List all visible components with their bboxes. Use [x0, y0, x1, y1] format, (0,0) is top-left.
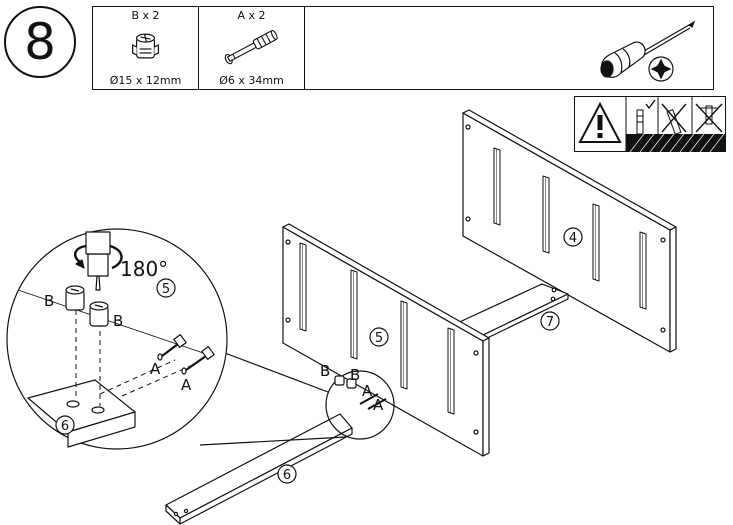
- zoom-cam-bolt-2: [181, 346, 215, 375]
- zoom-panel-5-label: 5: [162, 282, 170, 297]
- panel-4-label: 4: [569, 231, 577, 246]
- part-a-dim: Ø6 x 34mm: [219, 74, 284, 87]
- part-b-qty: B x 2: [131, 9, 160, 22]
- cam-lock-icon: [132, 33, 159, 59]
- panel-5-label: 5: [375, 331, 383, 346]
- zoom-screwdriver-icon: [74, 231, 123, 291]
- zoom-a-label-1: A: [150, 360, 161, 378]
- zoom-b-label-1: B: [44, 292, 54, 310]
- panel-7: [452, 283, 569, 342]
- small-b-label-2: B: [350, 366, 360, 384]
- zoom-cam-lock-2: [89, 301, 109, 327]
- small-b-label-1: B: [320, 362, 330, 380]
- tool-cell: [305, 7, 713, 89]
- panel-6-label: 6: [283, 468, 291, 483]
- rotation-label: 180°: [120, 257, 168, 281]
- step-number-text: 8: [24, 13, 56, 71]
- panel-6: [165, 413, 353, 525]
- small-cam-locks: [334, 375, 387, 410]
- zoom-cam-lock-1: [65, 285, 85, 311]
- cam-bolt-icon: [224, 29, 278, 65]
- part-b-cell: B x 2 Ø15 x 12mm: [93, 7, 199, 89]
- zoom-panel-6-label: 6: [61, 419, 69, 434]
- zoom-b-label-2: B: [113, 312, 123, 330]
- part-a-qty: A x 2: [237, 9, 266, 22]
- correct-install-icon: [636, 99, 656, 135]
- phillips-screwdriver-icon: [600, 20, 696, 82]
- zoom-a-label-2: A: [181, 376, 192, 394]
- small-a-label-2: A: [373, 396, 384, 414]
- panel-7-label: 7: [546, 315, 554, 330]
- warning-strip: [574, 96, 726, 152]
- parts-list: B x 2 Ø15 x 12mm A x 2: [92, 6, 714, 90]
- assembly-diagram: 4 5 7 6 6 5 B B A A B B A A 180°: [6, 109, 677, 525]
- part-a-cell: A x 2 Ø6 x 34mm: [199, 7, 305, 89]
- wrong-install-icon: [661, 103, 687, 135]
- step-number: 8: [4, 6, 76, 78]
- wrong-install-icon: [695, 103, 723, 133]
- warning-triangle-icon: [578, 101, 622, 143]
- small-a-label-1: A: [362, 382, 373, 400]
- zoom-cam-bolt-1: [157, 334, 187, 361]
- zoom-panel-6: [27, 379, 136, 448]
- part-b-dim: Ø15 x 12mm: [109, 74, 182, 87]
